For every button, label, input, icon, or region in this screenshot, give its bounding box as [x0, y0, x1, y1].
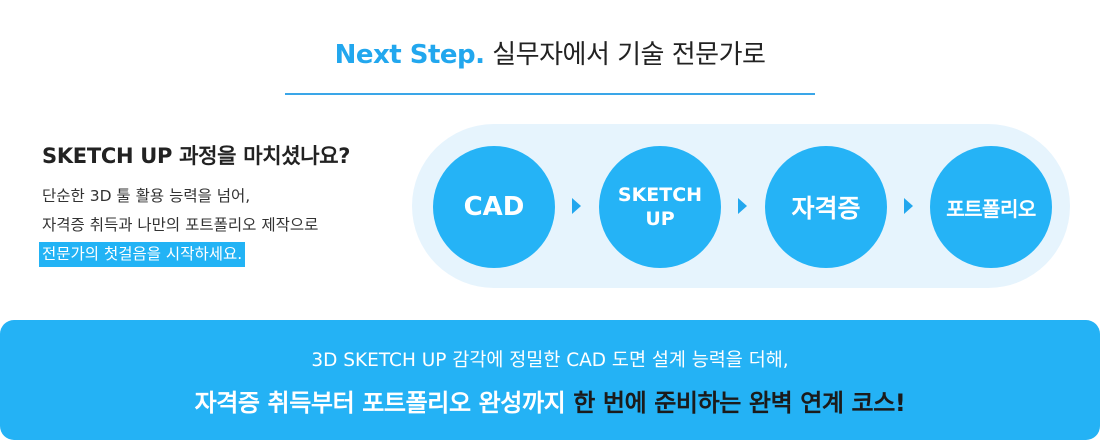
- step-portfolio-label: 포트폴리오: [946, 196, 1036, 221]
- intro-description: 단순한 3D 툴 활용 능력을 넘어, 자격증 취득과 나만의 포트폴리오 제작…: [39, 182, 319, 269]
- intro-question: SKETCH UP 과정을 마치셨나요?: [42, 144, 351, 168]
- intro-line-1: 단순한 3D 툴 활용 능력을 넘어,: [42, 187, 251, 205]
- course-flow: CAD SKETCH UP 자격증 포트폴리오: [412, 124, 1070, 288]
- banner-headline-white: 자격증 취득부터 포트폴리오 완성까지: [194, 389, 574, 417]
- heading-title: 실무자에서 기술 전문가로: [484, 40, 766, 70]
- step-sketchup-label-2: UP: [645, 208, 675, 230]
- banner-headline-dark: 한 번에 준비하는 완벽 연계 코스!: [573, 389, 906, 417]
- section-heading: Next Step. 실무자에서 기술 전문가로: [0, 34, 1100, 71]
- banner-subline: 3D SKETCH UP 감각에 정밀한 CAD 도면 설계 능력을 더해,: [311, 350, 789, 371]
- triangle-right-icon: [738, 198, 747, 214]
- heading-underline: [285, 93, 815, 95]
- intro-highlight: 전문가의 첫걸음을 시작하세요.: [39, 242, 246, 267]
- heading-accent: Next Step.: [334, 40, 485, 70]
- step-cad: CAD: [433, 146, 555, 268]
- triangle-right-icon: [572, 198, 581, 214]
- step-cad-label: CAD: [463, 192, 525, 222]
- step-sketchup: SKETCH UP: [599, 146, 721, 268]
- step-sketchup-label-1: SKETCH: [617, 184, 703, 206]
- triangle-right-icon: [904, 198, 913, 214]
- step-portfolio: 포트폴리오: [930, 146, 1052, 268]
- step-certificate: 자격증: [765, 146, 887, 268]
- intro-line-2: 자격증 취득과 나만의 포트폴리오 제작으로: [42, 216, 319, 234]
- step-certificate-label: 자격증: [791, 194, 861, 223]
- banner-headline: 자격증 취득부터 포트폴리오 완성까지 한 번에 준비하는 완벽 연계 코스!: [0, 383, 1100, 418]
- course-banner: 3D SKETCH UP 감각에 정밀한 CAD 도면 설계 능력을 더해, 자…: [0, 320, 1100, 440]
